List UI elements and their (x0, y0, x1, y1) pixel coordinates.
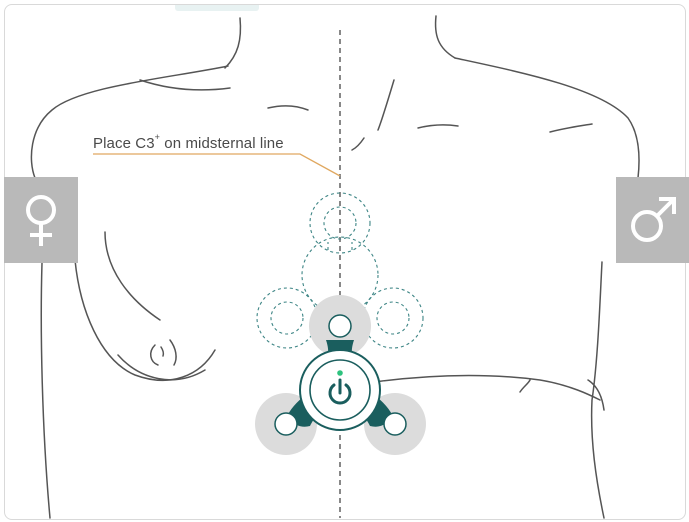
male-button[interactable] (616, 177, 689, 263)
status-led (337, 370, 343, 376)
torso-outline (31, 16, 639, 518)
female-symbol-icon (21, 192, 61, 248)
placement-instruction: Place C3+ on midsternal line (93, 134, 284, 152)
label-leader-line (93, 154, 340, 176)
female-button[interactable] (4, 177, 78, 263)
c3-device (255, 295, 426, 455)
male-symbol-icon (627, 194, 679, 246)
